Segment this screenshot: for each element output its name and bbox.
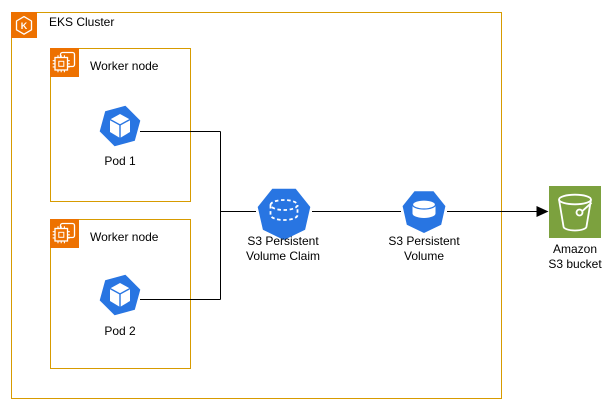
ec2-instance-icon [50,48,79,77]
pv-label-line2: Volume [403,249,445,263]
s3-bucket-label-line2: S3 bucket [548,257,602,271]
pod-2-label: Pod 2 [104,324,136,338]
eks-cluster-label: EKS Cluster [49,15,115,29]
pv-label: S3 Persistent Volume [364,234,484,264]
pvc-label-line1: S3 Persistent [247,234,319,248]
pvc-label-line2: Volume Claim [245,249,321,263]
arrowhead-icon [536,206,549,217]
pv-icon [400,187,448,235]
worker-node-1-box [50,48,191,202]
ec2-instance-icon [50,219,79,248]
pod-1-icon [97,103,143,149]
pvc-label: S3 Persistent Volume Claim [221,234,345,264]
pv-label-line1: S3 Persistent [388,234,460,248]
s3-bucket-label: Amazon S3 bucket [523,242,612,272]
s3-bucket-icon [549,186,601,238]
worker-node-2-label: Worker node [90,230,159,244]
pvc-icon [255,184,313,242]
eks-icon-letter: K [21,21,28,31]
pod-2-icon [97,272,143,318]
s3-bucket-label-line1: Amazon [552,242,598,256]
pod-1-label: Pod 1 [104,154,136,168]
eks-icon: K [11,12,37,38]
worker-node-1-label: Worker node [90,59,159,73]
